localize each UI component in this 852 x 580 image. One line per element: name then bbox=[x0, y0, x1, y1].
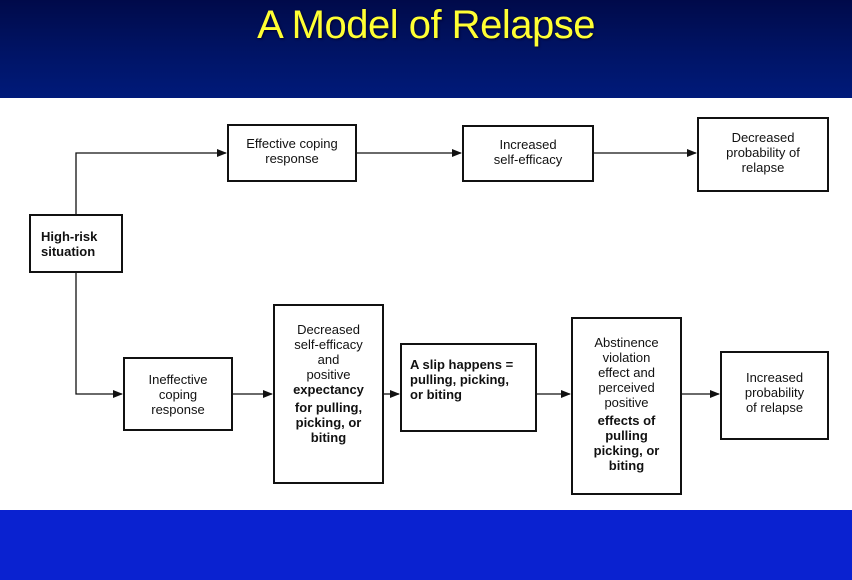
node-increased-prob-line1: Increased bbox=[745, 370, 804, 385]
node-high-risk-line2: situation bbox=[41, 243, 96, 259]
node-effective-line1: Effective coping bbox=[246, 136, 338, 151]
node-increased-se-line2: self-efficacy bbox=[493, 152, 563, 167]
node-decreased-se-line6: for pulling, bbox=[294, 400, 363, 415]
node-ineffective-line1: Ineffective bbox=[148, 371, 208, 387]
node-ineffective-line2: coping bbox=[158, 386, 198, 402]
node-abstinence-line2: violation bbox=[602, 350, 651, 365]
node-decreased-prob-line2: probability of bbox=[726, 145, 800, 160]
node-abstinence-line9: biting bbox=[608, 458, 645, 473]
slide-header: A Model of Relapse bbox=[0, 0, 852, 98]
node-effective-coping-response: Effective coping response bbox=[227, 124, 357, 182]
node-abstinence-line3: effect and bbox=[598, 365, 655, 380]
node-abstinence-line8: picking, or bbox=[593, 443, 660, 458]
node-abstinence-line7: pulling bbox=[605, 428, 648, 443]
node-effective-line2: response bbox=[265, 151, 319, 166]
node-decreased-se-line1: Decreased bbox=[297, 322, 360, 337]
node-slip-line2: pulling, picking, bbox=[410, 372, 509, 387]
node-decreased-se-line7: picking, or bbox=[295, 415, 362, 430]
node-slip-line1: A slip happens = bbox=[410, 357, 514, 372]
node-decreased-se-line2: self-efficacy bbox=[294, 337, 363, 352]
node-decreased-probability-of-relapse: Decreased probability of relapse bbox=[697, 117, 829, 192]
node-decreased-prob-line3: relapse bbox=[741, 160, 785, 175]
node-increased-probability-of-relapse: Increased probability of relapse bbox=[720, 351, 829, 440]
node-increased-se-line1: Increased bbox=[499, 137, 557, 152]
node-abstinence-violation-effect: Abstinence violation effect and perceive… bbox=[571, 317, 682, 495]
slide-footer bbox=[0, 510, 852, 580]
node-decreased-self-efficacy: Decreased self-efficacy and positive exp… bbox=[273, 304, 384, 484]
node-increased-self-efficacy: Increased self-efficacy bbox=[462, 125, 594, 182]
node-decreased-se-line5: expectancy bbox=[293, 382, 364, 397]
node-abstinence-line4: perceived bbox=[598, 380, 655, 395]
node-decreased-se-line8: biting bbox=[310, 430, 347, 445]
node-increased-prob-line2: probability bbox=[744, 385, 805, 400]
slide-title: A Model of Relapse bbox=[257, 3, 595, 47]
node-high-risk-line1: High-risk bbox=[41, 228, 98, 244]
node-increased-prob-line3: of relapse bbox=[745, 400, 804, 415]
node-decreased-se-line4: positive bbox=[306, 367, 351, 382]
node-abstinence-line1: Abstinence bbox=[594, 335, 659, 350]
node-decreased-prob-line1: Decreased bbox=[731, 130, 795, 145]
node-slip-happens: A slip happens = pulling, picking, or bi… bbox=[400, 343, 537, 432]
node-decreased-se-line3: and bbox=[317, 352, 340, 367]
node-ineffective-line3: response bbox=[151, 401, 205, 417]
node-abstinence-line6: effects of bbox=[597, 413, 656, 428]
node-slip-line3: or biting bbox=[410, 387, 462, 402]
node-abstinence-line5: positive bbox=[604, 395, 649, 410]
node-high-risk-situation: High-risk situation bbox=[29, 214, 123, 273]
node-ineffective-coping-response: Ineffective coping response bbox=[123, 357, 233, 431]
